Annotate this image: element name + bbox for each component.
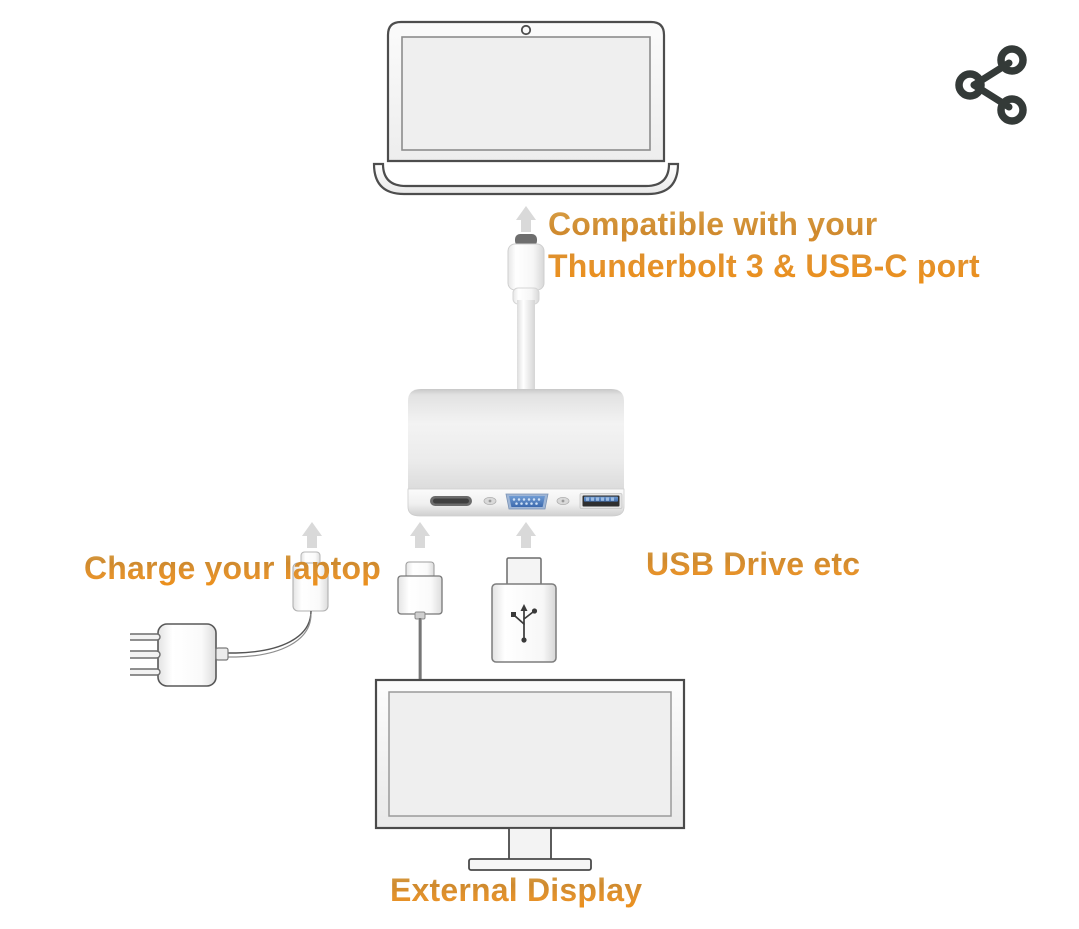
external-display-illustration [372,676,688,871]
caption-compatible-line1: Compatible with your [548,206,878,242]
webcam-dot-icon [520,24,532,36]
usb-c-multiport-adapter [404,385,628,520]
caption-compatible-line2: Thunderbolt 3 & USB-C port [548,248,980,284]
usb-icon [511,604,538,643]
arrow-up-icon [516,206,536,232]
caption-charge-your-laptop: Charge your laptop [84,550,381,586]
power-adapter [123,623,229,687]
caption-external-display: External Display [390,872,643,908]
usb-c-charging-plug [292,551,329,612]
peripherals-group [123,520,650,700]
plug-prongs [123,633,161,676]
vga-plug [397,561,443,620]
caption-compatible: Compatible with your Thunderbolt 3 & USB… [548,203,980,287]
port-usb-c [430,496,472,506]
caption-usb-drive: USB Drive etc [646,546,861,582]
usb-c-cable-to-laptop [486,200,566,400]
share-icon[interactable] [952,45,1032,125]
laptop-illustration [366,8,686,198]
port-vga [505,493,549,510]
port-usb-a [579,493,623,509]
arrow-up-icon [410,522,430,548]
usb-flash-drive [491,557,557,663]
arrow-up-icon [516,522,536,548]
arrow-up-icon [302,522,322,548]
